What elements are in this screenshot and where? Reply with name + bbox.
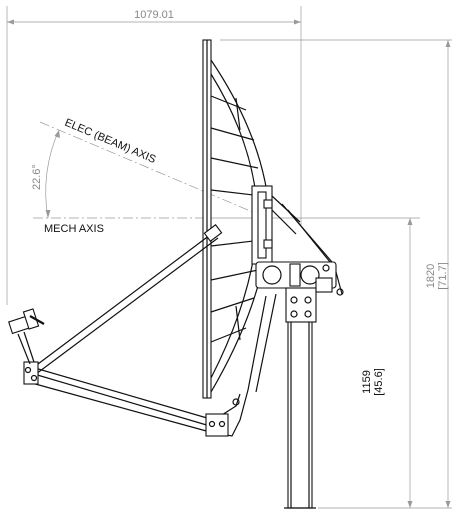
total-height-dimension: 1820 [71.7] <box>318 40 452 509</box>
feed-support-strut <box>29 224 223 375</box>
elec-beam-axis: ELEC (BEAM) AXIS <box>39 117 263 217</box>
axis-height-dimension: 1159 [45.6] <box>361 218 413 508</box>
feed-horn <box>8 308 45 385</box>
elevation-angle-dimension: 22.6° <box>31 129 60 219</box>
reflector-mount-bracket <box>251 185 333 265</box>
axis-height-in: [45.6] <box>373 368 385 396</box>
total-height-in: [71.7] <box>437 262 449 290</box>
lower-feed-boom <box>27 293 277 437</box>
pipe-mast <box>284 319 316 509</box>
total-height-mm: 1820 <box>425 264 437 288</box>
mech-axis: MECH AXIS <box>33 217 420 235</box>
elec-axis-label: ELEC (BEAM) AXIS <box>63 117 158 166</box>
axis-height-mm: 1159 <box>361 370 373 394</box>
mech-axis-label: MECH AXIS <box>44 223 104 235</box>
overall-width-value: 1079.01 <box>134 9 174 21</box>
mast-clamp <box>255 261 344 323</box>
overall-width-dimension: 1079.01 <box>6 6 302 305</box>
elevation-angle-value: 22.6° <box>31 164 43 190</box>
